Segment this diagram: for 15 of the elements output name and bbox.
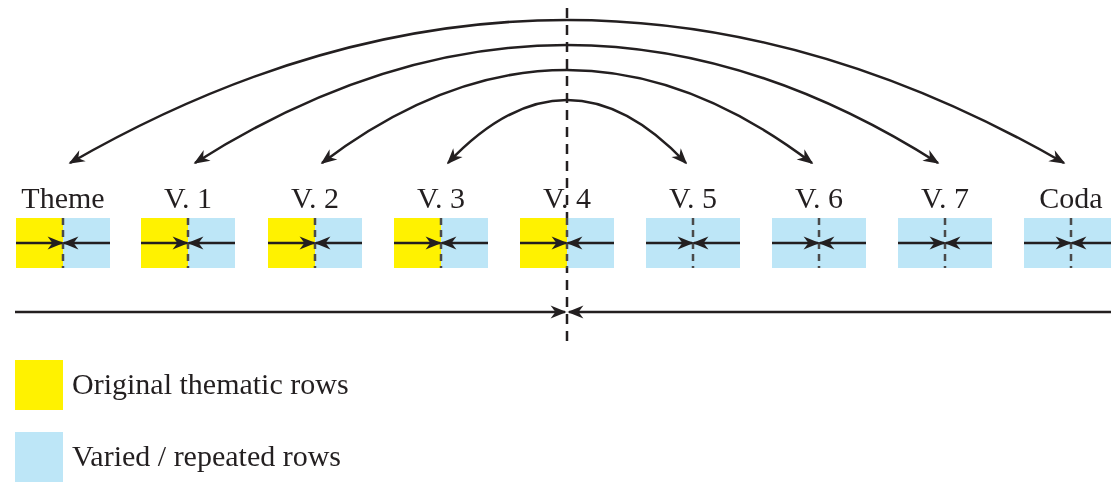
section-label: V. 5 <box>668 181 718 215</box>
section-label: V. 4 <box>542 181 592 215</box>
arc-arrow <box>68 19 1066 165</box>
section-label: V. 3 <box>416 181 466 215</box>
legend-text: Varied / repeated rows <box>72 439 342 473</box>
arc-arrow <box>193 43 940 165</box>
section-label: V. 1 <box>163 181 213 215</box>
section-label: Theme <box>20 181 106 215</box>
section-label: V. 6 <box>794 181 844 215</box>
legend-text: Original thematic rows <box>72 367 349 401</box>
section-label: V. 2 <box>290 181 340 215</box>
section-label: Coda <box>1038 181 1104 215</box>
arc-arrow <box>446 98 688 165</box>
arc-arrow <box>320 68 814 165</box>
section-label: V. 7 <box>920 181 970 215</box>
